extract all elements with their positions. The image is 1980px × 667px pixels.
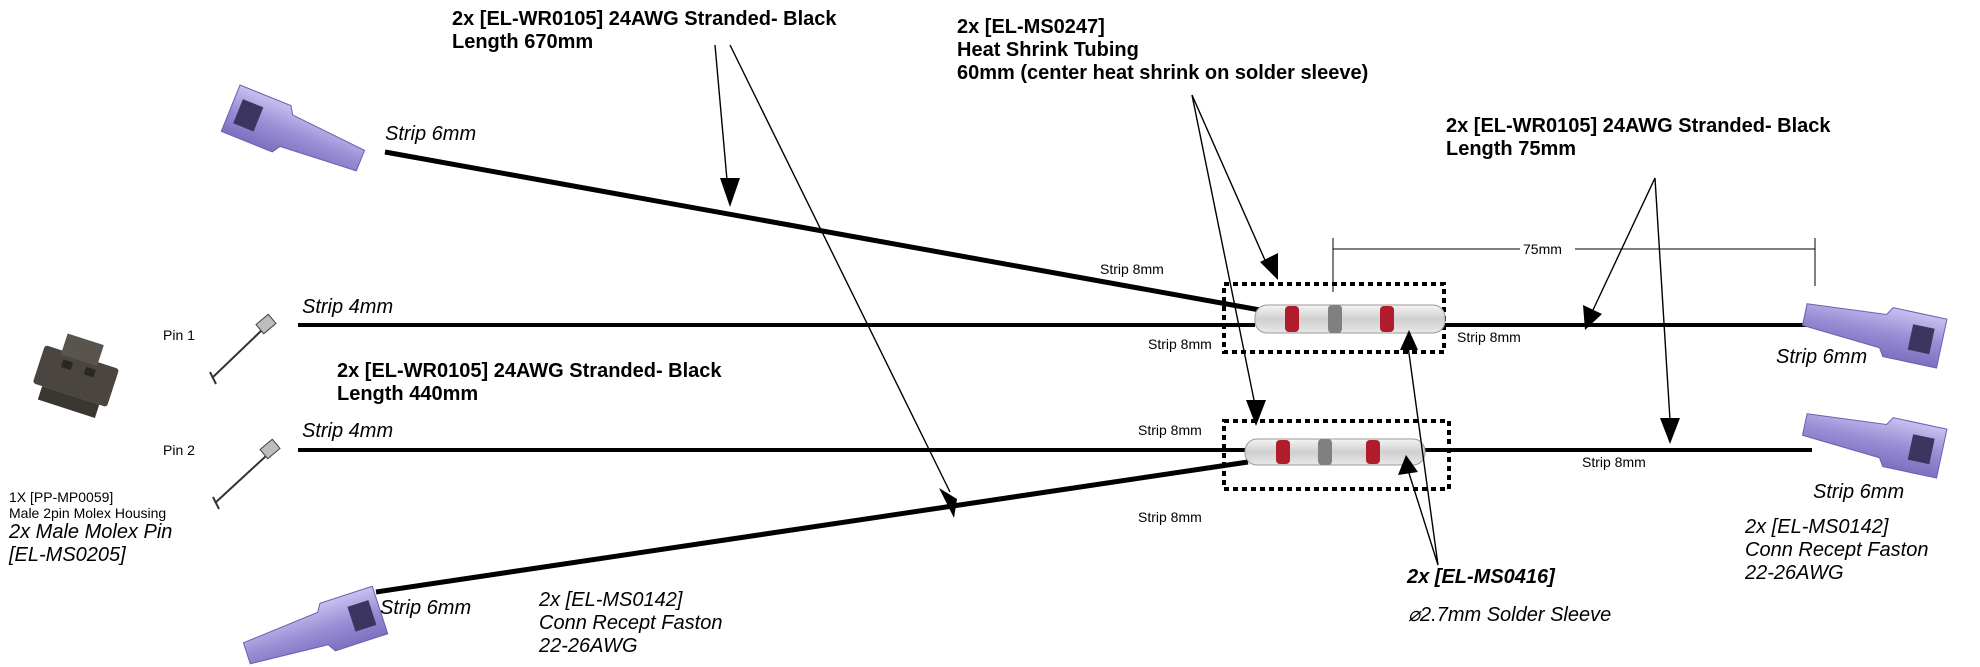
strip-4mm-pin2: Strip 4mm (302, 420, 394, 442)
faston-connector-icon (1801, 303, 1948, 369)
mid-wire-length: Length 440mm (337, 383, 479, 405)
faston-gauge: 22-26AWG (1745, 562, 1844, 584)
dimension-75mm-label: 75mm (1523, 241, 1562, 257)
strip-6mm-bottom-left: Strip 6mm (380, 597, 472, 619)
arrow-heads (720, 178, 1680, 518)
wires (298, 149, 1812, 595)
housing-name: Male 2pin Molex Housing (9, 505, 167, 522)
leader-lines (714, 44, 1671, 566)
top-wire-length: Length 670mm (452, 31, 594, 53)
strip-8mm-a: Strip 8mm (1100, 261, 1164, 277)
faston-connector-icon (1801, 413, 1948, 479)
solder-sleeve-part: 2x [EL-MS0416] (1407, 566, 1555, 588)
molex-pin-part: 2x Male Molex Pin (9, 521, 173, 544)
strip-8mm-e: Strip 8mm (1138, 509, 1202, 525)
pin2-label: Pin 2 (163, 442, 195, 458)
faston-name: Conn Recept Faston (1745, 539, 1929, 561)
faston-label-right: 2x [EL-MS0142] Conn Recept Faston 22-26A… (1745, 516, 1928, 585)
right-wire-part: 2x [EL-WR0105] 24AWG Stranded- Black (1446, 115, 1831, 137)
heat-shrink-length: 60mm (center heat shrink on solder sleev… (957, 62, 1369, 84)
strip-6mm-right-lower: Strip 6mm (1813, 481, 1905, 503)
molex-pin-icon (212, 438, 281, 510)
strip-4mm-pin1: Strip 4mm (302, 296, 394, 318)
strip-8mm-d: Strip 8mm (1138, 422, 1202, 438)
strip-6mm-top-left: Strip 6mm (385, 123, 477, 145)
faston-name: Conn Recept Faston (539, 612, 723, 634)
solder-sleeve-desc: ⌀2.7mm Solder Sleeve (1408, 604, 1612, 626)
right-wire-label: 2x [EL-WR0105] 24AWG Stranded- Black Len… (1446, 115, 1831, 161)
heat-shrink-name: Heat Shrink Tubing (957, 39, 1139, 61)
wire-top-diagonal (384, 149, 1261, 313)
strip-6mm-right-upper: Strip 6mm (1776, 346, 1868, 368)
strip-8mm-c: Strip 8mm (1457, 329, 1521, 345)
solder-sleeve-icon (1244, 438, 1426, 466)
dimension-75mm (1332, 238, 1816, 292)
right-wire-length: Length 75mm (1446, 138, 1577, 160)
splice-box-lower (1222, 419, 1451, 491)
mid-wire-part: 2x [EL-WR0105] 24AWG Stranded- Black (337, 360, 722, 382)
mid-wire-label: 2x [EL-WR0105] 24AWG Stranded- Black Len… (337, 360, 722, 406)
faston-label-left: 2x [EL-MS0142] Conn Recept Faston 22-26A… (539, 589, 722, 658)
strip-8mm-b: Strip 8mm (1148, 336, 1212, 352)
housing-part: 1X [PP-MP0059] (9, 489, 114, 505)
faston-part: 2x [EL-MS0142] (539, 589, 683, 611)
heat-shrink-part: 2x [EL-MS0247] (957, 16, 1105, 38)
faston-gauge: 22-26AWG (539, 635, 638, 657)
top-wire-label: 2x [EL-WR0105] 24AWG Stranded- Black Len… (452, 8, 837, 54)
top-wire-part: 2x [EL-WR0105] 24AWG Stranded- Black (452, 8, 837, 30)
housing-label: 1X [PP-MP0059] Male 2pin Molex Housing 2… (9, 489, 172, 567)
pin1-label: Pin 1 (163, 327, 195, 343)
faston-connector-icon (242, 585, 389, 665)
solder-sleeve-icon (1254, 304, 1446, 334)
strip-8mm-f: Strip 8mm (1582, 454, 1646, 470)
molex-housing-icon (33, 333, 119, 418)
wire-bottom-diagonal (375, 459, 1249, 595)
molex-pin-icon (209, 313, 277, 385)
molex-pin-code: [EL-MS0205] (9, 544, 126, 567)
faston-part: 2x [EL-MS0142] (1745, 516, 1889, 538)
heat-shrink-label: 2x [EL-MS0247] Heat Shrink Tubing 60mm (… (957, 16, 1368, 85)
faston-connector-icon (220, 84, 366, 172)
